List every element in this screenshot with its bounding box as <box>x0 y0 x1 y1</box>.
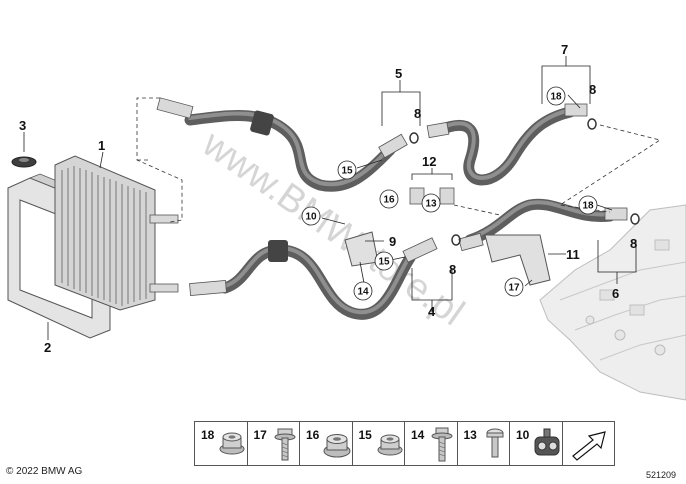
callout-2: 2 <box>44 340 51 355</box>
callout-14: 14 <box>353 281 373 301</box>
legend-cell: 13 <box>458 422 510 465</box>
svg-text:10: 10 <box>305 212 317 223</box>
hex-bolt-icon <box>274 428 295 461</box>
hex-nut-icon <box>377 434 402 456</box>
svg-text:16: 16 <box>383 195 395 206</box>
seal-ring <box>587 118 597 130</box>
callout-5: 5 <box>395 66 402 81</box>
callout-16: 16 <box>379 189 399 209</box>
svg-text:18: 18 <box>582 201 594 212</box>
seal-ring <box>630 213 640 225</box>
seal-ring <box>451 234 461 246</box>
legend-cell: 16 <box>300 422 353 465</box>
clip-16 <box>409 187 425 205</box>
callout-15: 15 <box>337 160 357 180</box>
callout-9: 9 <box>389 234 396 249</box>
legend-number: 13 <box>463 428 477 442</box>
callout-7: 7 <box>561 42 568 57</box>
engine-block <box>539 204 686 401</box>
callout-18: 18 <box>546 86 566 106</box>
seal-ring <box>409 132 419 144</box>
legend-number: 16 <box>306 428 320 442</box>
legend-number: 14 <box>411 428 425 442</box>
grommet <box>11 156 37 168</box>
upper-hose <box>156 97 408 192</box>
legend-cell <box>563 422 615 465</box>
svg-text:13: 13 <box>425 199 437 210</box>
cooler-unit <box>54 155 179 311</box>
legend-number: 17 <box>253 428 267 442</box>
pan-head-screw-icon <box>486 428 503 458</box>
lower-hose <box>189 237 438 320</box>
svg-text:17: 17 <box>508 283 520 294</box>
legend-cell: 18 <box>195 422 248 465</box>
arrow-icon <box>571 431 606 461</box>
image-number: 521209 <box>645 470 676 480</box>
svg-text:18: 18 <box>550 92 562 103</box>
legend-number: 15 <box>358 428 372 442</box>
svg-text:15: 15 <box>341 166 353 177</box>
legend-cell: 14 <box>405 422 458 465</box>
legend-cell: 10 <box>510 422 563 465</box>
legend-cell: 17 <box>248 422 300 465</box>
callout-18: 18 <box>578 195 598 215</box>
callout-10: 10 <box>301 206 321 226</box>
callout-8: 8 <box>449 262 456 277</box>
fastener-legend: 18 17 16 15 <box>194 421 615 466</box>
pipe-clip-icon <box>534 428 560 456</box>
callout-8: 8 <box>630 236 637 251</box>
callout-8: 8 <box>414 106 421 121</box>
callout-13: 13 <box>421 193 441 213</box>
callout-1: 1 <box>98 138 105 153</box>
legend-number: 10 <box>516 428 530 442</box>
flange-bolt-icon <box>431 427 453 462</box>
callout-11: 11 <box>566 247 580 262</box>
callout-15: 15 <box>374 251 394 271</box>
copyright-text: © 2022 BMW AG <box>6 466 83 477</box>
bracket-right <box>484 234 551 286</box>
lower-right-hose <box>458 198 628 252</box>
clip-13 <box>439 187 455 205</box>
callout-3: 3 <box>19 118 26 133</box>
callout-8: 8 <box>589 82 596 97</box>
collar-nut-icon <box>323 434 351 458</box>
upper-right-hose <box>426 103 588 186</box>
callout-4: 4 <box>428 304 436 319</box>
callout-17: 17 <box>504 277 524 297</box>
callout-12: 12 <box>422 154 436 169</box>
flange-nut-icon <box>219 432 245 455</box>
callout-6: 6 <box>612 286 619 301</box>
legend-number: 18 <box>201 428 215 442</box>
legend-cell: 15 <box>353 422 405 465</box>
svg-text:14: 14 <box>357 287 369 298</box>
svg-text:15: 15 <box>378 257 390 268</box>
